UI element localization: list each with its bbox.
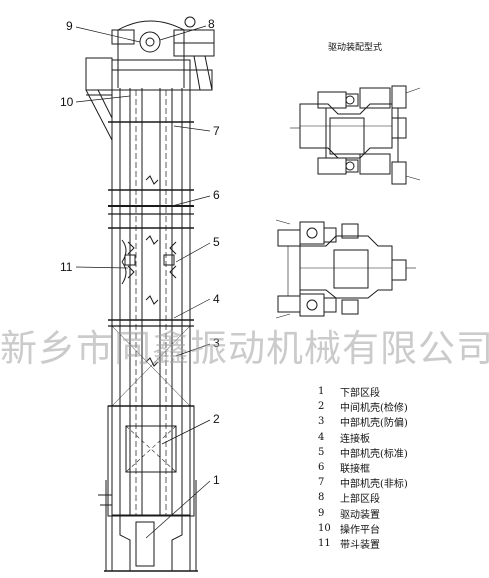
legend-text: 中间机壳(检修)	[340, 403, 408, 415]
legend-text: 中部机壳(标准)	[340, 448, 408, 460]
callout-7: 7	[213, 124, 220, 138]
legend-num: 11	[318, 537, 331, 549]
callout-2: 2	[213, 412, 220, 426]
legend-row: 1 下部区段	[318, 384, 478, 399]
company-watermark: 新乡市同鑫振动机械有限公司	[0, 327, 489, 370]
operating-platform	[85, 57, 113, 141]
legend-row: 7 中部机壳(非标)	[318, 475, 478, 490]
legend-num: 4	[318, 431, 325, 443]
legend-row: 8 上部区段	[318, 490, 478, 505]
legend-text: 中部机壳(防偏)	[340, 418, 408, 430]
legend-text: 连接板	[340, 433, 370, 445]
legend-text: 中部机壳(非标)	[340, 479, 408, 491]
legend-text: 驱动装置	[340, 509, 380, 521]
callout-11: 11	[60, 260, 73, 274]
callout-6: 6	[213, 188, 220, 202]
callout-4: 4	[213, 292, 220, 306]
legend-num: 7	[318, 477, 325, 489]
legend-row: 10 操作平台	[318, 521, 478, 536]
callout-8: 8	[208, 17, 215, 31]
boot-section	[98, 405, 198, 572]
drive-config-bottom	[275, 219, 416, 319]
legend-num: 3	[318, 416, 325, 428]
legend-row: 5 中部机壳(标准)	[318, 445, 478, 460]
legend-text: 带斗装置	[340, 539, 380, 551]
callout-9: 9	[66, 19, 73, 33]
callout-10: 10	[60, 95, 74, 109]
legend-num: 8	[318, 492, 325, 504]
legend-row: 4 连接板	[318, 430, 478, 445]
callout-1: 1	[213, 473, 220, 487]
legend-row: 3 中部机壳(防偏)	[318, 414, 478, 429]
parts-legend: 1 下部区段 2 中间机壳(检修) 3 中部机壳(防偏) 4 连接板 5 中部机壳(标准)…	[318, 384, 478, 551]
legend-num: 2	[318, 401, 325, 413]
legend-num: 10	[318, 522, 331, 534]
callout-3: 3	[213, 336, 220, 350]
legend-row: 9 驱动装置	[318, 506, 478, 521]
drive-config-top	[290, 85, 421, 185]
legend-num: 6	[318, 462, 325, 474]
legend-num: 1	[318, 386, 325, 398]
legend-num: 9	[318, 507, 325, 519]
elevator-casing	[108, 88, 194, 515]
drive-config-title: 驱动装配型式	[328, 43, 383, 53]
legend-row: 11 带斗装置	[318, 536, 478, 551]
legend-row: 2 中间机壳(检修)	[318, 399, 478, 414]
legend-text: 操作平台	[340, 524, 380, 536]
legend-num: 5	[318, 446, 325, 458]
legend-text: 联接框	[340, 464, 370, 476]
legend-row: 6 联接框	[318, 460, 478, 475]
leader-lines	[75, 25, 211, 539]
callout-5: 5	[213, 235, 220, 249]
legend-text: 下部区段	[340, 388, 380, 400]
legend-text: 上部区段	[340, 494, 380, 506]
